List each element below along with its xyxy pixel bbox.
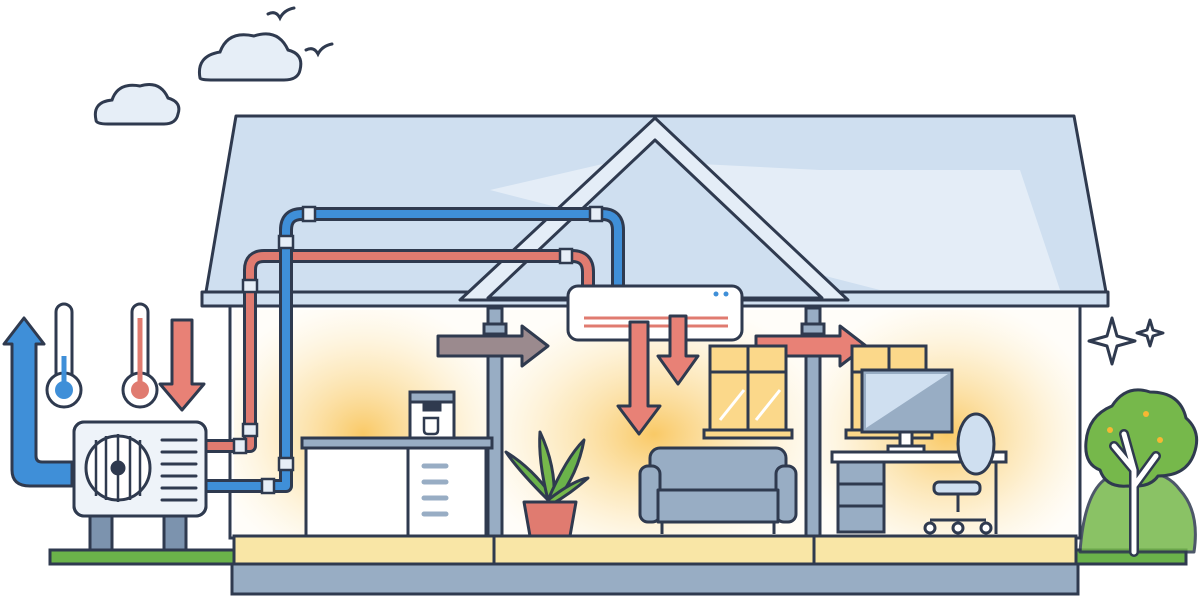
coffee-machine-icon xyxy=(408,390,456,440)
sofa-icon xyxy=(638,446,798,534)
cloud-icon xyxy=(93,83,181,126)
office-chair-icon xyxy=(923,412,996,535)
thermometer-cold-icon xyxy=(45,302,83,409)
bird-icon xyxy=(266,6,334,58)
refrigerant-pipe-hot xyxy=(199,249,595,453)
grass xyxy=(48,548,236,566)
sparkle-icon xyxy=(1087,316,1165,366)
support-column xyxy=(482,306,826,538)
indoor-ac-unit xyxy=(566,284,744,342)
floor xyxy=(230,534,1080,596)
tree-icon xyxy=(1078,388,1199,557)
window-icon xyxy=(702,344,794,440)
pipe-fitting xyxy=(232,205,604,495)
plant-icon xyxy=(504,430,590,538)
heat-pump-vents xyxy=(160,438,198,502)
kitchen-counter xyxy=(300,436,494,538)
cloud-icon xyxy=(197,32,303,82)
heat-pump-fan-icon xyxy=(84,434,152,502)
desk xyxy=(830,450,1008,534)
monitor-icon xyxy=(860,368,954,454)
exhaust-air-arrow xyxy=(2,316,74,488)
thermometer-warm-icon xyxy=(121,302,159,409)
